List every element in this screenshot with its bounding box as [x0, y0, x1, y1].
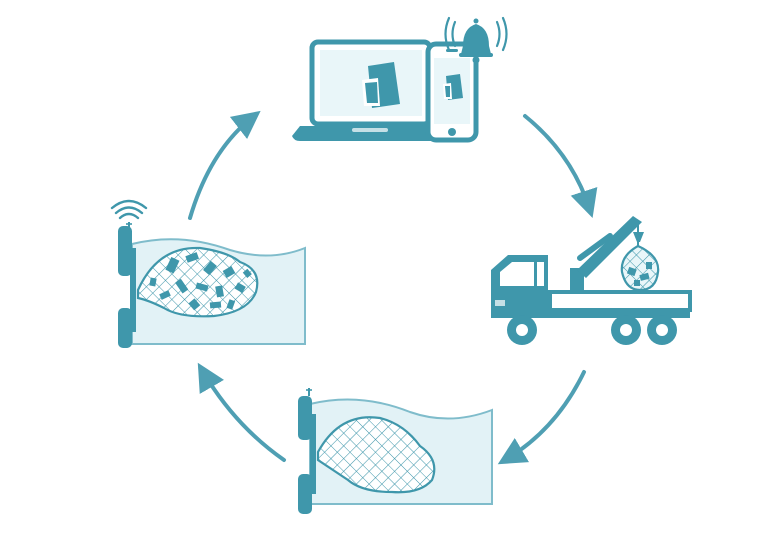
- arrow-left-to-top: [188, 110, 261, 220]
- trash-pieces: [149, 252, 252, 311]
- full-drain-net-sensor-icon: [110, 199, 306, 348]
- laptop-icon: [292, 39, 450, 141]
- arrow-right-to-bottom: [497, 370, 586, 465]
- arrow-top-to-right: [523, 114, 598, 218]
- crane-truck-icon: [491, 216, 692, 345]
- truck-wheels: [507, 315, 677, 345]
- wifi-signal-icon: [110, 199, 148, 220]
- laptop-phone-alert-icon: [292, 16, 508, 143]
- bell-alert-icon: [444, 16, 508, 64]
- empty-drain-net-icon: [298, 388, 493, 514]
- arrow-bottom-to-left: [197, 362, 286, 462]
- bin-glyph-laptop: [362, 62, 400, 108]
- phone-icon: [425, 41, 479, 143]
- hanging-net-bag: [620, 244, 660, 292]
- bin-glyph-phone: [443, 74, 463, 100]
